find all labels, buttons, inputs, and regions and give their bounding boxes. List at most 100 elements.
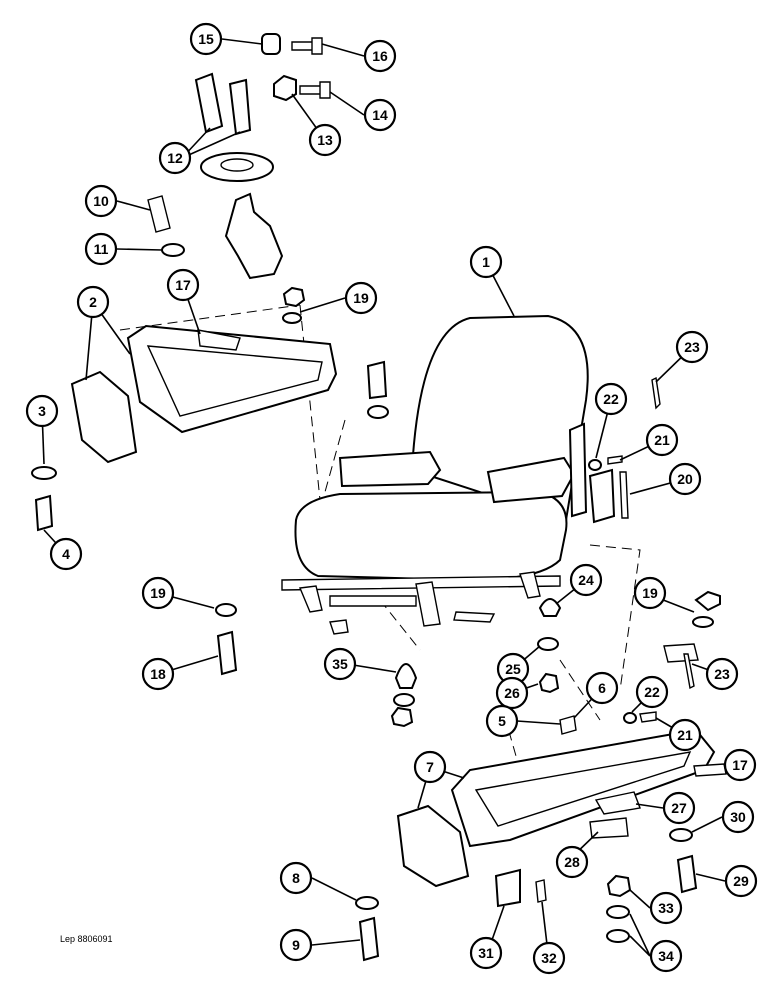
left-console-inner [146, 345, 323, 417]
drawing-reference: Lep 8806091 [60, 934, 113, 944]
nut-part-35 [390, 706, 414, 728]
washer-part-8 [355, 896, 379, 910]
callout-4: 4 [49, 537, 83, 571]
svg-text:8: 8 [292, 870, 300, 886]
callout-18: 18 [141, 657, 175, 691]
svg-text:28: 28 [564, 854, 580, 870]
switch-part-12b [228, 78, 252, 136]
callout-23-bottom: 23 [705, 657, 739, 691]
bracket-part-20 [588, 468, 616, 524]
svg-text:21: 21 [677, 727, 693, 743]
stud-part-17-bottom [693, 763, 727, 777]
right-console [396, 653, 727, 888]
svg-text:11: 11 [94, 241, 109, 257]
svg-text:34: 34 [658, 948, 674, 964]
callout-9: 9 [279, 928, 313, 962]
svg-text:10: 10 [93, 193, 109, 209]
svg-text:18: 18 [150, 666, 166, 682]
seat-cushion [294, 490, 568, 582]
washer-part-3 [31, 466, 57, 480]
callout-23-top: 23 [675, 330, 709, 364]
callout-14: 14 [363, 98, 397, 132]
callout-19-top: 19 [344, 281, 378, 315]
nut-part-22-bottom [623, 712, 637, 724]
callout-24: 24 [569, 563, 603, 597]
svg-text:17: 17 [175, 277, 191, 293]
pin-part-21-bottom [639, 711, 657, 723]
svg-text:22: 22 [603, 391, 619, 407]
switch-part-12a [194, 72, 224, 134]
svg-text:15: 15 [198, 31, 214, 47]
screw-part-16 [291, 37, 323, 55]
callout-1: 1 [469, 245, 503, 279]
bolt-center [366, 360, 388, 400]
bolt-part-10 [147, 195, 171, 233]
callout-6: 6 [585, 671, 619, 705]
washer-part-34a [606, 905, 630, 919]
callout-7: 7 [413, 750, 447, 784]
svg-text:30: 30 [730, 809, 746, 825]
svg-text:4: 4 [62, 546, 70, 562]
svg-text:19: 19 [150, 585, 166, 601]
svg-text:32: 32 [541, 950, 557, 966]
end-cap-part-2 [70, 370, 138, 464]
cap-part-15 [261, 33, 281, 55]
boot-ring-hole [220, 158, 254, 172]
bolt-part-4 [34, 494, 54, 532]
plate-right [663, 643, 699, 663]
pin-part-21-top [607, 455, 623, 465]
buffer-part-35 [394, 663, 418, 689]
callout-34: 34 [649, 939, 683, 973]
callout-29: 29 [724, 864, 758, 898]
washer-part-11 [161, 243, 185, 257]
screw-part-14 [299, 81, 331, 99]
pin-part-20 [619, 471, 629, 519]
armrest-bracket [568, 422, 588, 518]
callout-10: 10 [84, 184, 118, 218]
callout-5: 5 [485, 704, 519, 738]
callouts: 15 16 14 13 12 10 11 17 19 2 3 4 1 23 22… [25, 22, 758, 975]
seat-leg-center [415, 581, 441, 627]
callout-12: 12 [158, 141, 192, 175]
bottom-hardware [355, 828, 698, 962]
bracket-part-27 [594, 791, 641, 815]
clip-under-seat [329, 619, 349, 635]
joystick-assembly [147, 33, 331, 324]
callout-21-bottom: 21 [668, 718, 702, 752]
seat [281, 314, 589, 635]
right-upper-parts [588, 376, 661, 524]
callout-30: 30 [721, 800, 755, 834]
svg-text:9: 9 [292, 937, 300, 953]
svg-text:26: 26 [504, 685, 520, 701]
callout-8: 8 [279, 861, 313, 895]
svg-text:2: 2 [89, 294, 97, 310]
seat-slide [329, 595, 417, 607]
svg-text:35: 35 [332, 656, 348, 672]
callout-20: 20 [668, 462, 702, 496]
svg-text:19: 19 [353, 290, 369, 306]
callout-17-bottom: 17 [723, 748, 757, 782]
nut-part-33 [606, 874, 632, 898]
plate-part-28 [589, 817, 629, 839]
svg-text:6: 6 [598, 680, 606, 696]
washer-part-25 [537, 637, 559, 651]
callout-13: 13 [308, 123, 342, 157]
callout-2: 2 [76, 285, 110, 319]
joystick-body [224, 192, 284, 280]
callout-19-right: 19 [633, 576, 667, 610]
svg-text:20: 20 [677, 471, 693, 487]
svg-text:19: 19 [642, 585, 658, 601]
svg-text:1: 1 [482, 254, 490, 270]
callout-22-bottom: 22 [635, 675, 669, 709]
washer-part-19-top [282, 312, 302, 324]
seat-leg-left [298, 585, 323, 613]
nut-part-19-top [282, 286, 306, 308]
callout-26: 26 [495, 676, 529, 710]
bolt-part-9 [358, 916, 380, 962]
callout-25: 25 [496, 652, 530, 686]
nut-part-19-right [694, 590, 721, 612]
svg-text:23: 23 [684, 339, 700, 355]
svg-text:27: 27 [671, 800, 687, 816]
svg-text:23: 23 [714, 666, 730, 682]
